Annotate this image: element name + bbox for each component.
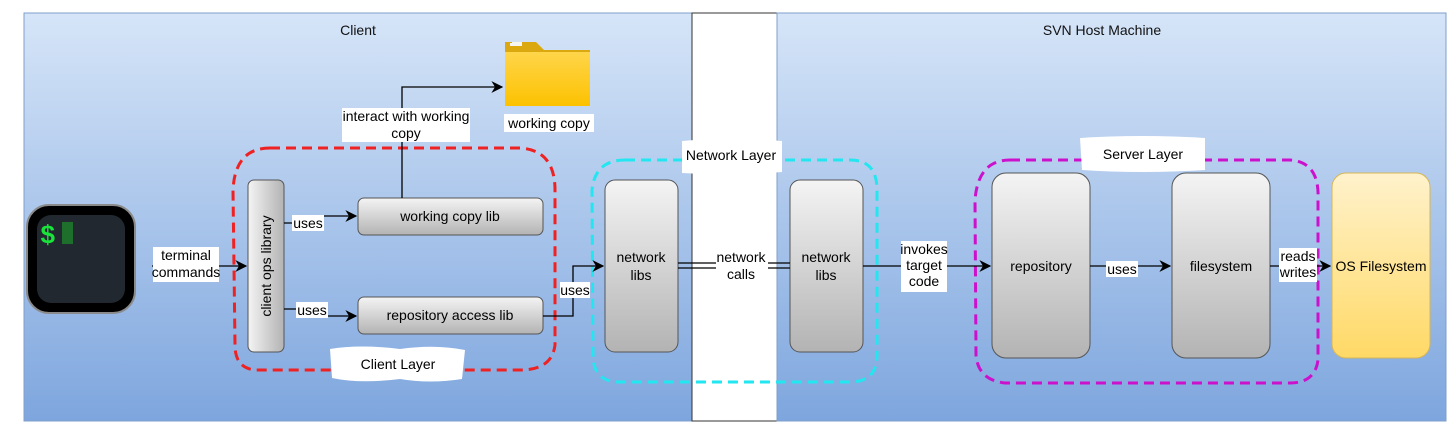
writes-label: writes [1279, 264, 1317, 280]
working-copy-label: working copy [507, 115, 590, 131]
client-layer-label: Client Layer [361, 356, 436, 372]
network-gap [691, 12, 778, 422]
reads-label: reads [1280, 248, 1315, 264]
os-filesystem-box[interactable]: OS Filesystem [1331, 172, 1431, 359]
terminal-commands-label: terminal [161, 247, 211, 263]
network-libs-server-label: network [801, 249, 851, 265]
network-layer-group: Network Layer [590, 139, 879, 384]
interact-label: interact with working [343, 108, 470, 124]
uses-label: uses [297, 302, 327, 318]
edge-uses-working-copy-lib: uses [284, 210, 358, 231]
interact-label-2: copy [391, 125, 421, 141]
terminal-prompt: $ [40, 221, 56, 251]
edge-uses-network: uses [543, 260, 605, 317]
edge-invokes-target-code: invokes target code [863, 241, 992, 292]
terminal-icon: $ [26, 204, 136, 314]
client-ops-library-box[interactable]: client ops library [247, 179, 285, 353]
edge-terminal-commands: terminal commands [152, 247, 248, 282]
uses-label: uses [1107, 261, 1137, 277]
network-libs-server-label-2: libs [815, 267, 836, 283]
network-libs-client-box[interactable]: network libs [604, 179, 679, 353]
network-calls-label-2: calls [727, 266, 755, 282]
filesystem-box[interactable]: filesystem [1171, 172, 1271, 359]
os-filesystem-label: OS Filesystem [1335, 258, 1426, 274]
working-copy-lib-label: working copy lib [399, 208, 500, 224]
uses-label: uses [293, 215, 323, 231]
invokes-label-3: code [909, 273, 940, 289]
invokes-label: invokes [900, 241, 947, 257]
network-libs-client-label-2: libs [630, 267, 651, 283]
terminal-commands-label-2: commands [152, 264, 220, 280]
filesystem-label: filesystem [1190, 258, 1252, 274]
repository-access-lib-box[interactable]: repository access lib [357, 296, 544, 335]
edge-reads-writes: reads writes [1270, 248, 1332, 282]
server-layer-group: Server Layer [973, 136, 1320, 385]
invokes-label-2: target [906, 257, 942, 273]
network-libs-server-box[interactable]: network libs [789, 179, 864, 353]
client-ops-library-label: client ops library [258, 215, 274, 316]
repository-label: repository [1010, 258, 1071, 274]
folder-icon [505, 42, 590, 106]
network-calls-label: network [716, 249, 766, 265]
edge-network-calls: network calls [678, 249, 790, 282]
repository-box[interactable]: repository [991, 172, 1091, 359]
repository-access-lib-label: repository access lib [387, 307, 514, 323]
edge-uses-filesystem: uses [1090, 260, 1172, 277]
working-copy-lib-box[interactable]: working copy lib [357, 197, 544, 236]
client-zone-title: Client [340, 22, 376, 38]
server-layer-label: Server Layer [1103, 146, 1183, 162]
edge-interact-working-copy: interact with working copy [342, 81, 504, 198]
edge-uses-repo-access-lib: uses [284, 302, 358, 322]
client-layer-group: Client Layer [231, 146, 557, 382]
uses-label: uses [560, 282, 590, 298]
network-layer-label: Network Layer [686, 147, 777, 163]
host-zone-title: SVN Host Machine [1043, 22, 1161, 38]
network-libs-client-label: network [616, 249, 666, 265]
